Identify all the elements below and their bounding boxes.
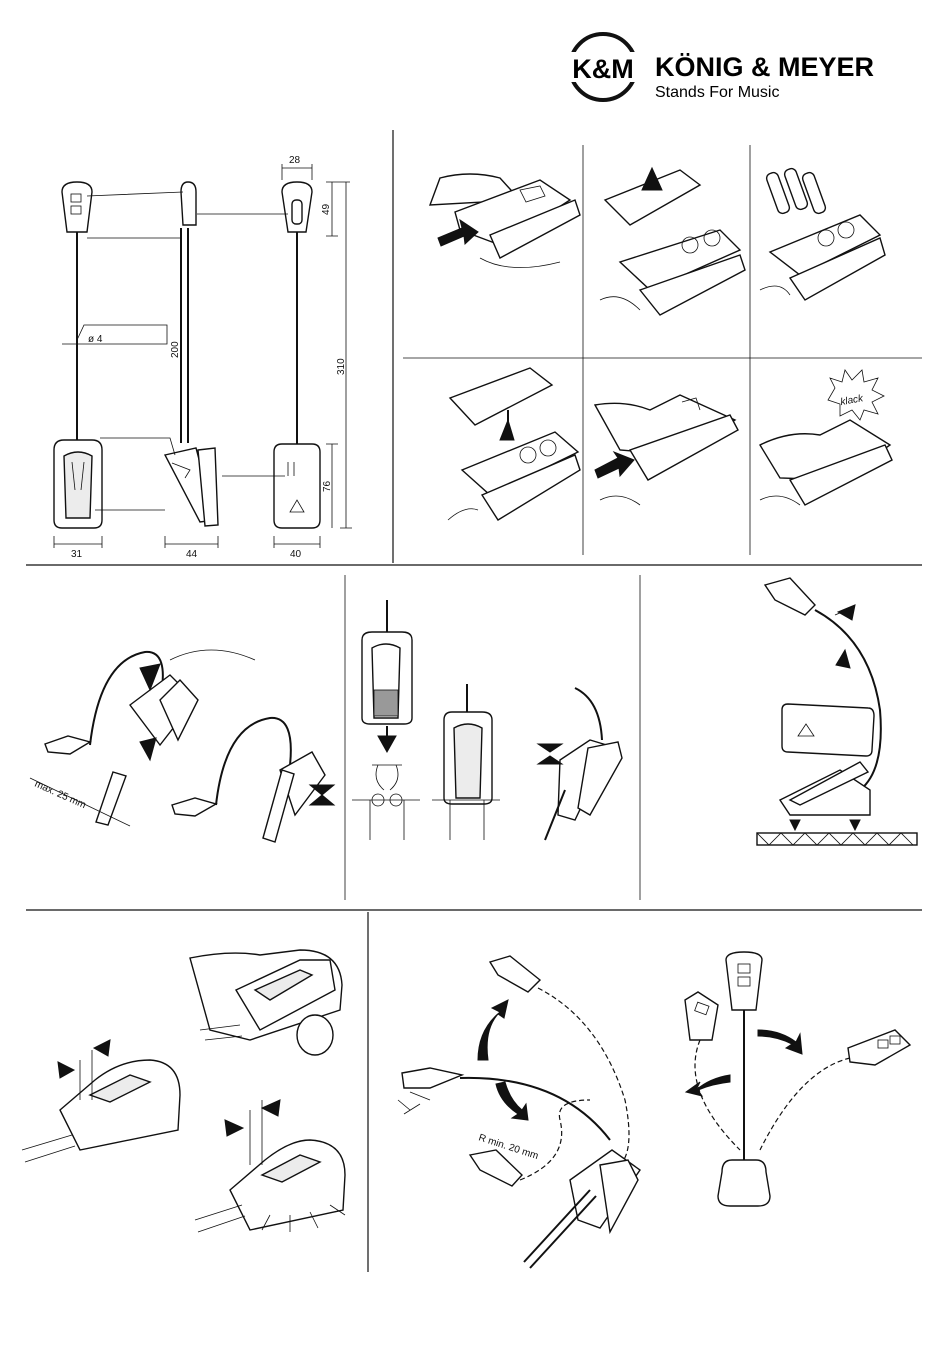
dim-clip-width: 44 <box>186 549 198 560</box>
dim-gooseneck-diameter: ø 4 <box>88 334 103 345</box>
step-click: klack <box>760 370 892 505</box>
arrow-icon <box>140 738 156 760</box>
arrow-icon <box>836 650 850 668</box>
dim-gooseneck-length: 200 <box>170 341 181 358</box>
dim-base-width-side: 40 <box>290 549 302 560</box>
step-insert-batteries <box>760 167 885 300</box>
step-remove-cover <box>600 168 745 315</box>
dim-base-width-front: 31 <box>71 549 83 560</box>
switch-operation <box>22 950 345 1232</box>
max-thickness-label: max. 25 mm <box>33 779 88 811</box>
arrow-icon <box>595 452 634 478</box>
brand-name: KÖNIG & MEYER <box>655 52 874 82</box>
dimension-drawing: 28 49 ø 4 200 310 76 31 44 40 <box>54 155 352 560</box>
click-sound-label: klack <box>840 393 865 408</box>
brand-logo: K&M KÖNIG & MEYER Stands For Music <box>562 34 874 101</box>
step-place-cover <box>448 368 580 520</box>
brand-tagline: Stands For Music <box>655 84 779 101</box>
step-open-cover <box>430 174 580 268</box>
gooseneck-bending: R min. 20 mm <box>398 952 910 1268</box>
dim-base-height: 76 <box>322 480 333 492</box>
arrow-icon <box>478 1000 508 1060</box>
clip-mounting: max. 25 mm <box>30 650 334 842</box>
logo-mark: K&M <box>572 54 634 84</box>
dim-head-width: 28 <box>289 155 301 166</box>
gooseneck-adjust <box>757 578 917 845</box>
dim-total-height: 310 <box>336 358 347 375</box>
step-slide-cover <box>595 395 738 505</box>
battery-steps: klack <box>430 167 892 520</box>
dim-head-height: 49 <box>321 203 332 215</box>
lamp-front-view <box>54 182 102 528</box>
arrow-icon <box>378 736 396 752</box>
base-attachment <box>352 600 622 840</box>
arrow-icon <box>496 1082 528 1120</box>
